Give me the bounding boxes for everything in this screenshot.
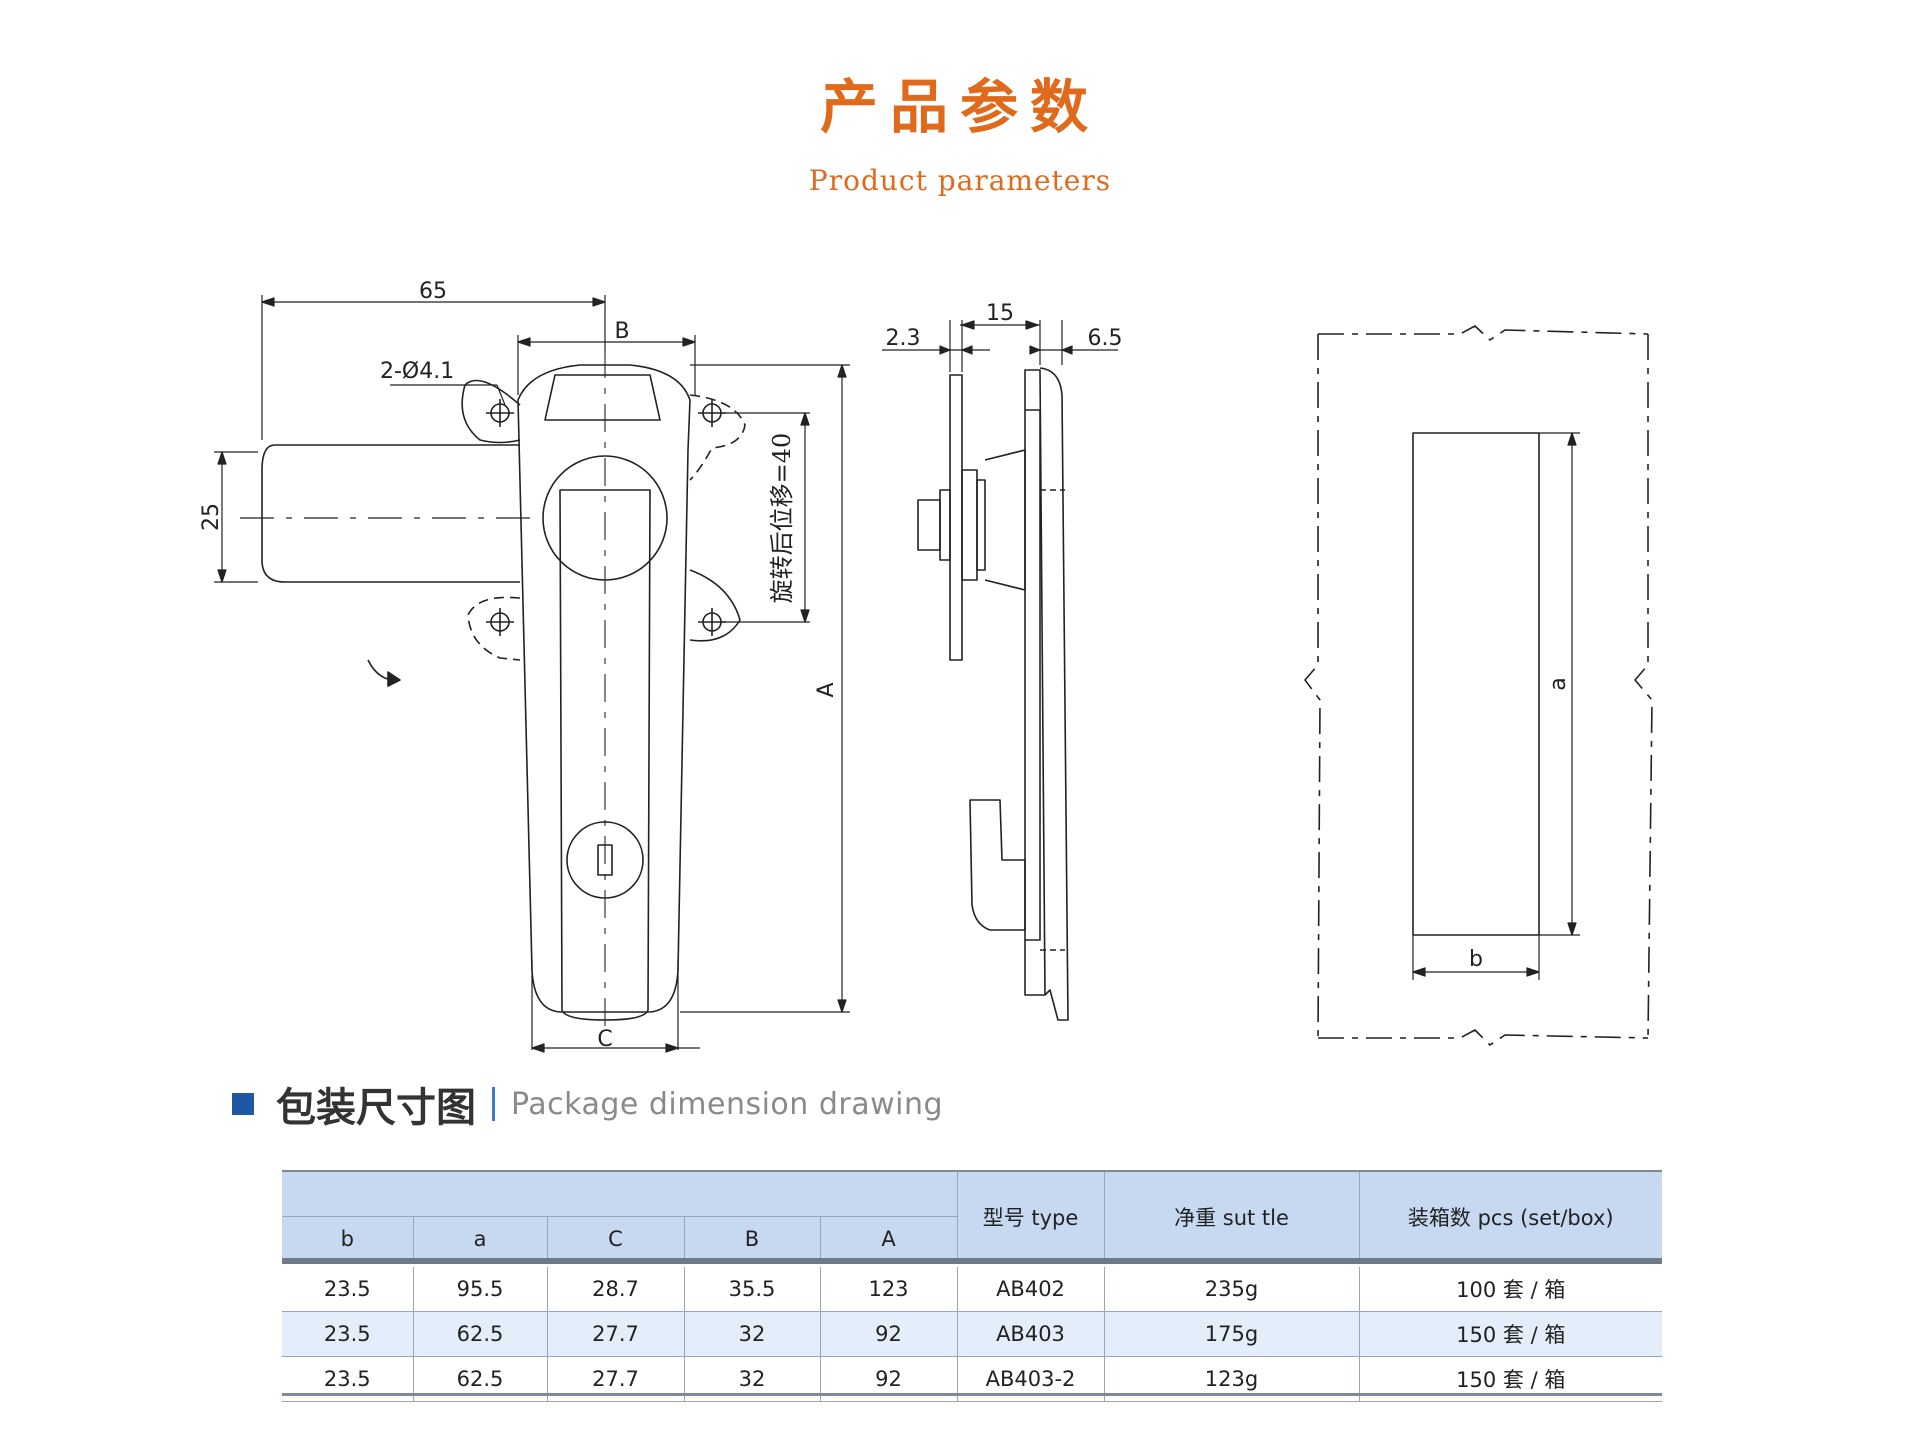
cell-B: 32 <box>683 1311 820 1357</box>
cell-A: 123 <box>819 1267 957 1312</box>
cell-C: 27.7 <box>546 1311 684 1357</box>
package-dimensions <box>1412 432 1580 980</box>
cell-pcs: 150 套 / 箱 <box>1358 1311 1662 1357</box>
divider <box>492 1087 495 1121</box>
dim-65-label: 65 <box>419 279 447 304</box>
section-heading: 包装尺寸图 Package dimension drawing <box>232 1075 943 1133</box>
header-B: B <box>683 1216 820 1261</box>
table-header-row: 型号 type 净重 sut tle 装箱数 pcs (set/box) <box>282 1172 1662 1261</box>
header-A: A <box>819 1216 957 1261</box>
page-header: 产品参数 Product parameters <box>0 60 1920 197</box>
header-a: a <box>412 1216 547 1261</box>
section-title-chinese: 包装尺寸图 <box>276 1085 476 1131</box>
side-dimensions <box>882 320 1118 372</box>
hole-bottom-left <box>486 608 514 636</box>
cell-weight: 123g <box>1103 1356 1359 1402</box>
dim-A-label: A <box>814 682 839 697</box>
table-row: 23.5 95.5 28.7 35.5 123 AB402 235g 100 套… <box>282 1267 1662 1312</box>
cell-a: 95.5 <box>412 1267 547 1312</box>
front-dimensions <box>214 295 850 1053</box>
square-bullet-icon <box>232 1093 254 1115</box>
technical-drawing: 65 B 2-Ø4.1 25 A C 旋转后位移=40 2.3 15 6.5 a… <box>199 279 1653 1053</box>
cell-weight: 235g <box>1103 1267 1359 1312</box>
dim-6-5-label: 6.5 <box>1088 326 1123 351</box>
cell-B: 35.5 <box>683 1267 820 1312</box>
title-english: Product parameters <box>808 164 1112 197</box>
cell-C: 28.7 <box>546 1267 684 1312</box>
cell-A: 92 <box>819 1311 957 1357</box>
cell-weight: 175g <box>1103 1311 1359 1357</box>
side-view <box>917 367 1069 1021</box>
dimension-group-header <box>282 1172 957 1217</box>
cell-b: 23.5 <box>282 1267 413 1312</box>
dim-a-label: a <box>1546 677 1571 690</box>
table-bottom-rule <box>282 1393 1662 1396</box>
title-chinese: 产品参数 <box>819 73 1100 141</box>
header-pcs: 装箱数 pcs (set/box) <box>1358 1172 1662 1261</box>
cell-b: 23.5 <box>282 1311 413 1357</box>
dim-25-label: 25 <box>199 503 224 531</box>
header-type: 型号 type <box>956 1172 1104 1261</box>
hole-top-left <box>486 399 514 427</box>
dim-C-label: C <box>597 1027 612 1052</box>
rotation-note: 旋转后位移=40 <box>768 433 796 604</box>
cell-type: AB402 <box>956 1267 1104 1312</box>
dim-15-label: 15 <box>986 301 1014 326</box>
table-header-rule <box>282 1258 1662 1264</box>
table-top-rule <box>282 1170 1662 1173</box>
header-weight: 净重 sut tle <box>1103 1172 1359 1261</box>
header-b: b <box>340 1227 354 1251</box>
spec-table: 型号 type 净重 sut tle 装箱数 pcs (set/box) b a… <box>282 1172 1662 1402</box>
cell-a: 62.5 <box>412 1311 547 1357</box>
dim-hole-label: 2-Ø4.1 <box>380 359 454 384</box>
package-view <box>1304 325 1653 1046</box>
dim-2-3-label: 2.3 <box>886 326 921 351</box>
section-title-english: Package dimension drawing <box>511 1086 944 1122</box>
dim-B-label: B <box>614 319 629 344</box>
cell-pcs: 100 套 / 箱 <box>1358 1267 1662 1312</box>
front-view <box>240 350 746 1030</box>
cell-type: AB403 <box>956 1311 1104 1357</box>
header-C: C <box>546 1216 684 1261</box>
dim-b-label: b <box>1469 947 1483 972</box>
table-row: 23.5 62.5 27.7 32 92 AB403 175g 150 套 / … <box>282 1311 1662 1357</box>
